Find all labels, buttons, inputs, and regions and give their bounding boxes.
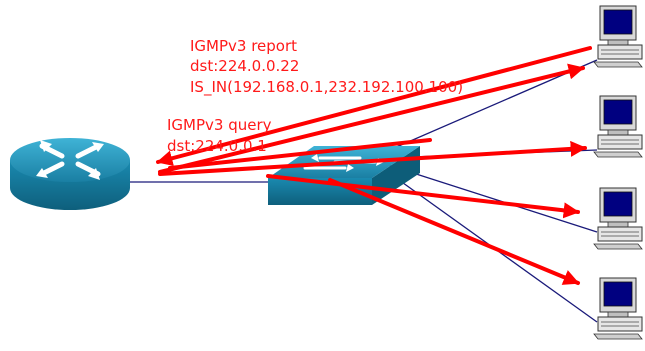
query-line-1: IGMPv3 query [167,116,272,134]
workstation-icon[interactable] [593,95,643,158]
query-arrow-host4 [328,178,580,285]
switch-host3-link [384,163,598,233]
query-arrow-switch [168,138,432,170]
router-icon[interactable] [10,138,130,210]
hosts [593,5,643,340]
workstation-icon[interactable] [593,277,643,340]
workstation-icon[interactable] [593,5,643,68]
report-line-2: dst:224.0.0.22 [190,57,300,75]
report-arrow [156,46,592,167]
workstation-icon[interactable] [593,187,643,250]
query-arrow-host3 [266,174,580,219]
query-line-2: dst:224.0.0.1 [167,137,267,155]
igmp-arrows [156,46,592,285]
switch-host1-link [384,59,598,153]
report-line-1: IGMPv3 report [190,37,298,55]
query-arrow-host2 [158,140,587,176]
query-arrow-host1 [158,63,585,174]
report-line-3: IS_IN(192.168.0.1,232.192.100.100) [190,78,464,96]
